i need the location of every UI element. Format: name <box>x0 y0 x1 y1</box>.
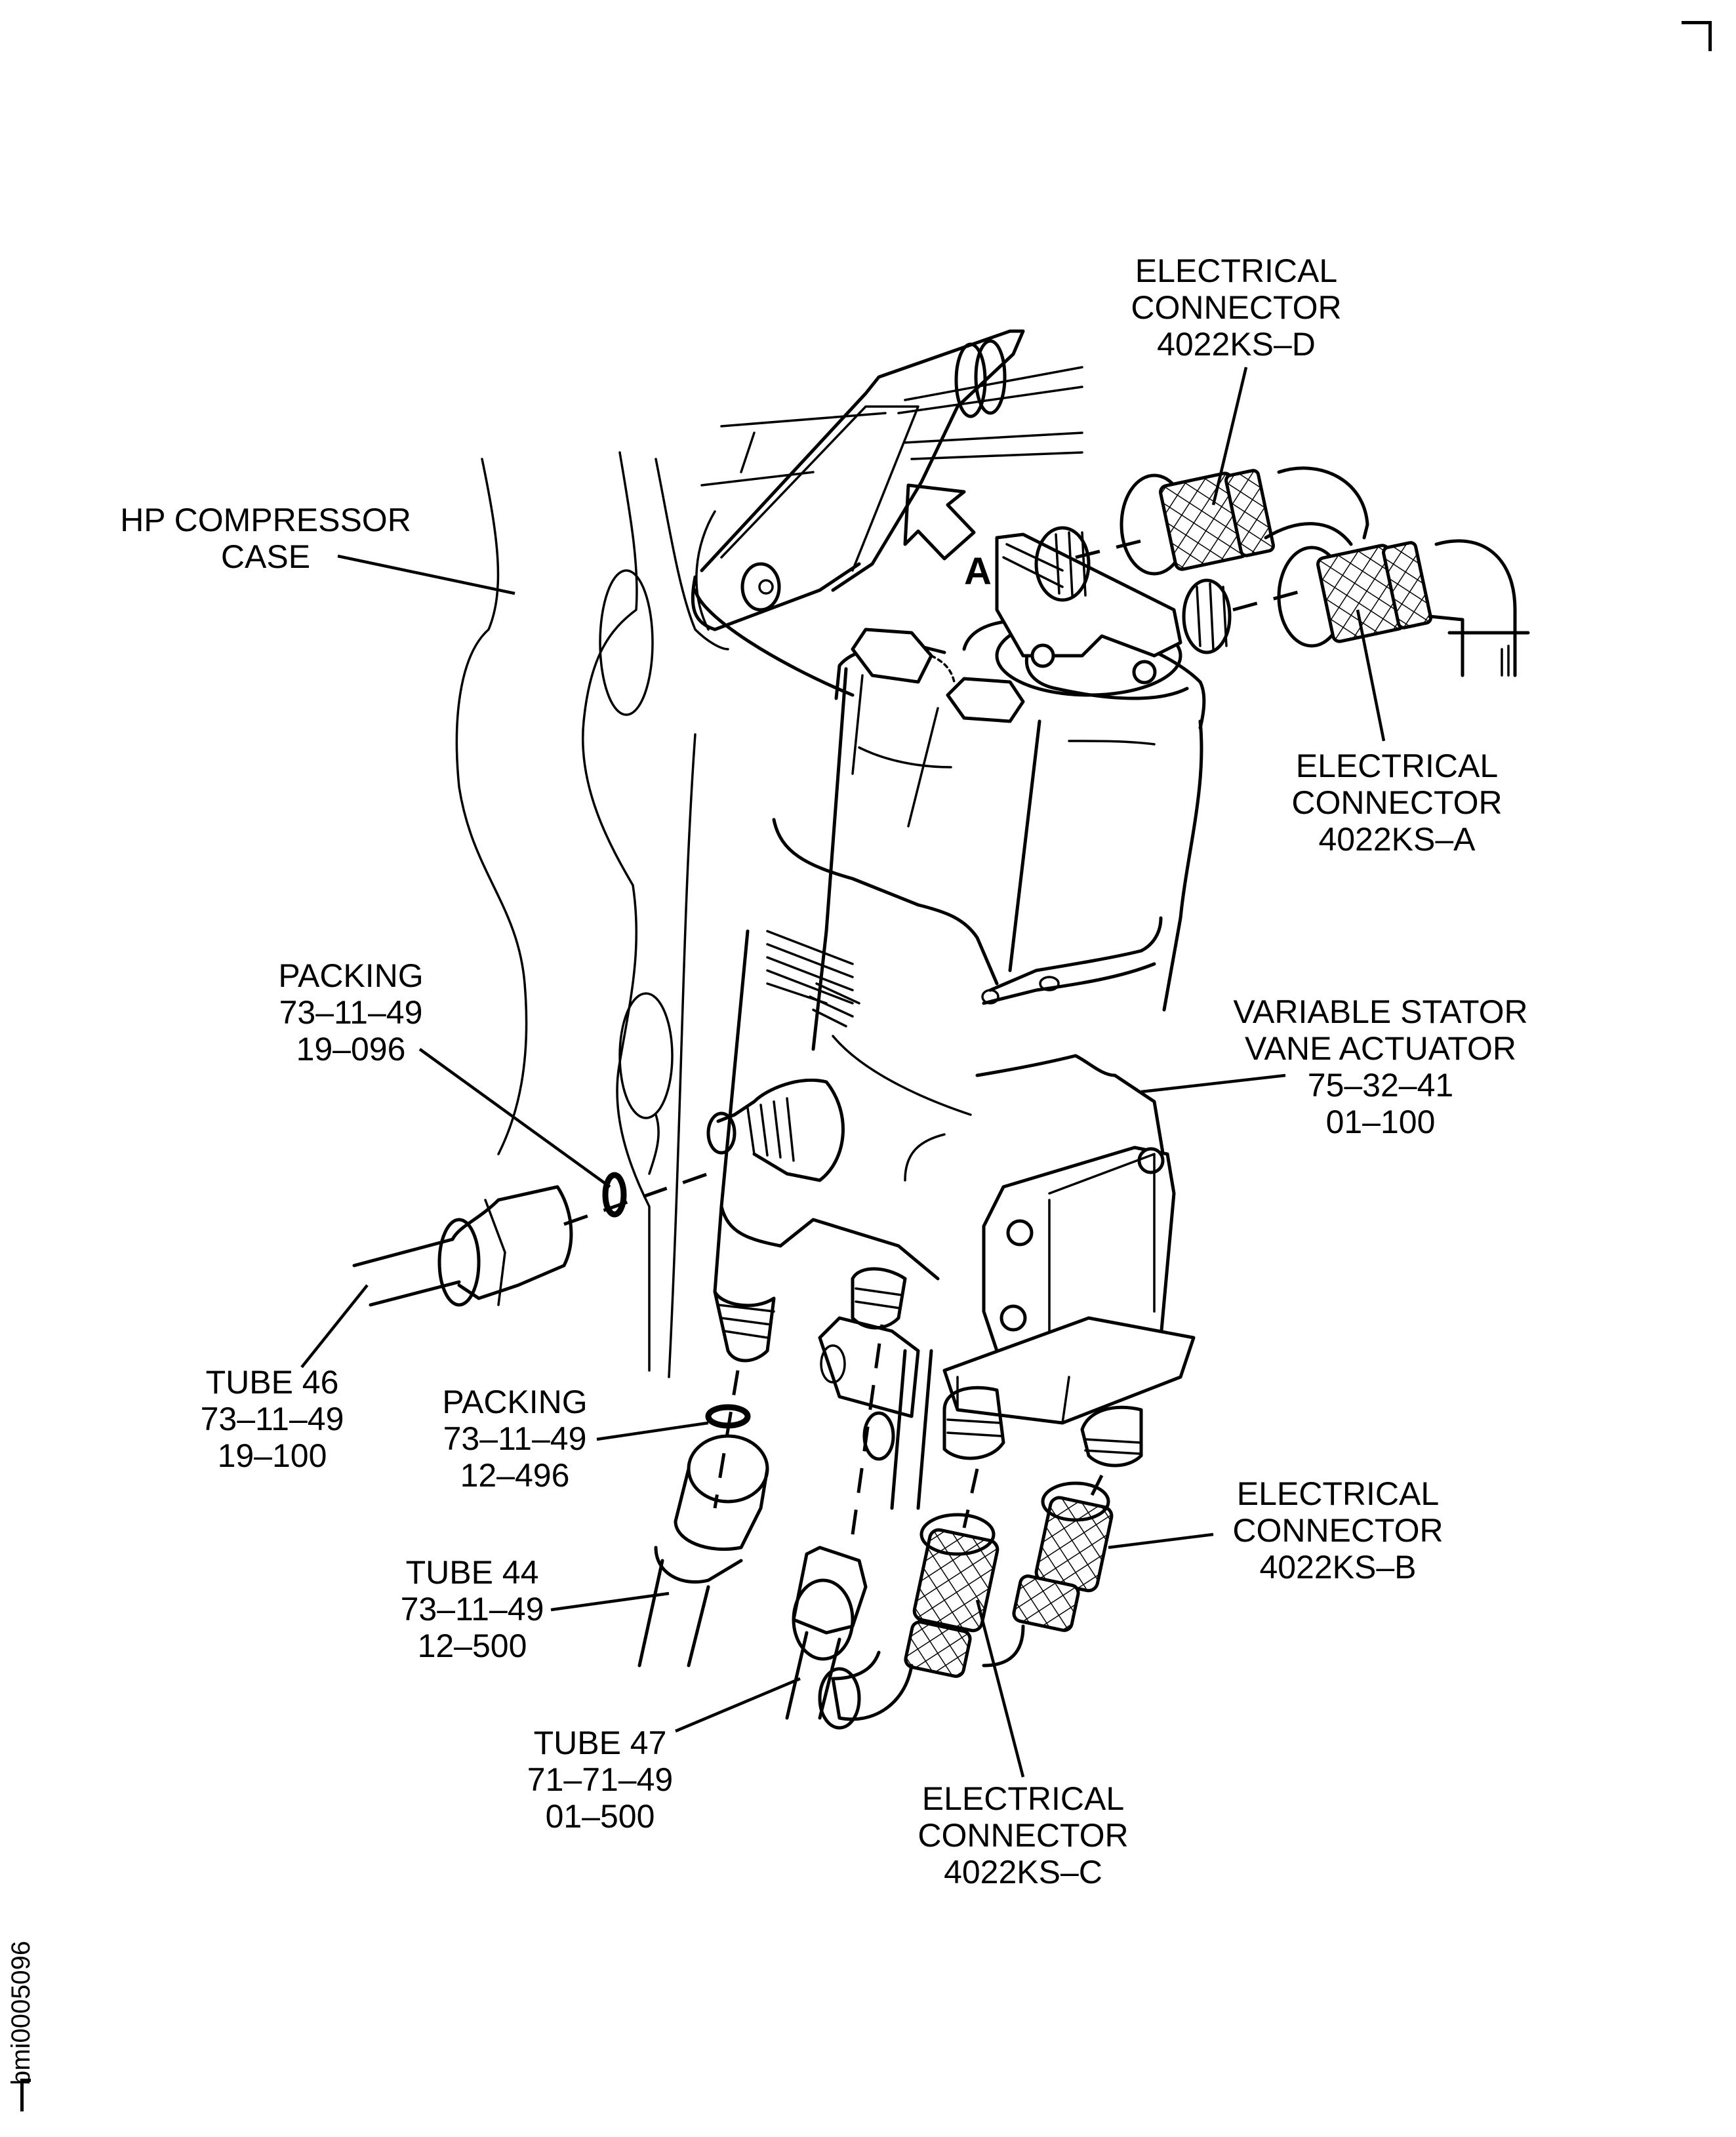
label-line: HP COMPRESSOR <box>120 502 411 538</box>
lower-left-fitting <box>713 1290 776 1363</box>
variable-stator-vane-actuator <box>713 614 1206 1294</box>
label-line: PACKING <box>442 1384 588 1420</box>
label-part-number: 4022KS–A <box>1318 821 1476 858</box>
harness-bracket <box>691 329 1083 697</box>
upper-receptacle-block <box>995 526 1306 685</box>
label-line: VARIABLE STATOR <box>1233 993 1528 1030</box>
label-line: TUBE 47 <box>533 1725 667 1761</box>
label-ata-reference: 75–32–41 <box>1307 1067 1454 1104</box>
label-electrical-connector-b: ELECTRICAL CONNECTOR 4022KS–B <box>1232 1475 1443 1586</box>
junction-box <box>942 1146 1196 1425</box>
label-line: CONNECTOR <box>1131 289 1342 326</box>
view-letter: A <box>964 550 992 593</box>
label-item-number: 12–500 <box>417 1628 527 1664</box>
label-ata-reference: 73–11–49 <box>200 1401 344 1437</box>
label-ata-reference: 71–71–49 <box>527 1761 674 1798</box>
crop-mark-top-right <box>1682 21 1712 51</box>
label-line: ELECTRICAL <box>1295 748 1499 784</box>
label-line: ELECTRICAL <box>1135 252 1338 289</box>
label-hp-compressor-case: HP COMPRESSOR CASE <box>120 502 411 575</box>
electrical-connector-b <box>982 1405 1143 1668</box>
label-tube-47: TUBE 47 71–71–49 01–500 <box>527 1725 673 1835</box>
label-item-number: 19–100 <box>217 1437 327 1474</box>
label-line: CONNECTOR <box>1232 1512 1443 1549</box>
label-part-number: 4022KS–B <box>1259 1549 1417 1586</box>
label-variable-stator-vane-actuator: VARIABLE STATOR VANE ACTUATOR 75–32–41 0… <box>1233 993 1527 1140</box>
tube-47 <box>785 1267 933 1720</box>
label-line: CONNECTOR <box>918 1817 1129 1854</box>
view-direction-arrow-icon <box>903 483 976 561</box>
label-item-number: 01–500 <box>545 1798 655 1835</box>
electrical-connector-d <box>1120 466 1369 576</box>
tube-44 <box>637 1434 769 1668</box>
label-line: PACKING <box>278 957 424 994</box>
label-line: CONNECTOR <box>1291 784 1503 821</box>
label-item-number: 19–096 <box>296 1031 406 1068</box>
label-ata-reference: 73–11–49 <box>400 1591 544 1628</box>
label-tube-44: TUBE 44 73–11–49 12–500 <box>401 1554 544 1664</box>
electrical-connector-c <box>818 1386 1005 1730</box>
label-item-number: 12–496 <box>460 1457 570 1494</box>
label-electrical-connector-a: ELECTRICAL CONNECTOR 4022KS–A <box>1291 748 1502 858</box>
hp-compressor-case <box>455 431 756 1378</box>
crop-mark-bottom-left <box>20 2079 31 2111</box>
packing-19-096 <box>602 1172 627 1218</box>
electrical-connector-a <box>1277 539 1530 677</box>
label-electrical-connector-c: ELECTRICAL CONNECTOR 4022KS–C <box>918 1780 1128 1890</box>
label-line: ELECTRICAL <box>921 1780 1125 1817</box>
packing-19-096-alignment <box>563 1172 709 1226</box>
leader-lines <box>300 367 1386 1778</box>
tube-46 <box>352 1185 573 1307</box>
label-line: ELECTRICAL <box>1236 1475 1440 1512</box>
label-ata-reference: 73–11–49 <box>279 994 423 1031</box>
label-line: TUBE 46 <box>205 1364 339 1401</box>
label-item-number: 01–100 <box>1325 1104 1436 1140</box>
label-part-number: 4022KS–C <box>944 1854 1102 1890</box>
label-electrical-connector-d: ELECTRICAL CONNECTOR 4022KS–D <box>1131 252 1341 363</box>
label-packing-12-496: PACKING 73–11–49 12–496 <box>442 1384 587 1494</box>
label-tube-46: TUBE 46 73–11–49 19–100 <box>201 1364 344 1474</box>
label-packing-19-096: PACKING 73–11–49 19–096 <box>278 957 423 1068</box>
left-fitting <box>706 1078 845 1182</box>
label-line: TUBE 44 <box>405 1554 539 1591</box>
label-line: CASE <box>220 538 311 575</box>
label-part-number: 4022KS–D <box>1157 326 1316 363</box>
packing-12-496-alignment <box>713 1370 740 1509</box>
label-line: VANE ACTUATOR <box>1245 1030 1516 1067</box>
figure-id: bmi0005096 <box>7 1940 35 2085</box>
label-ata-reference: 73–11–49 <box>443 1420 587 1457</box>
